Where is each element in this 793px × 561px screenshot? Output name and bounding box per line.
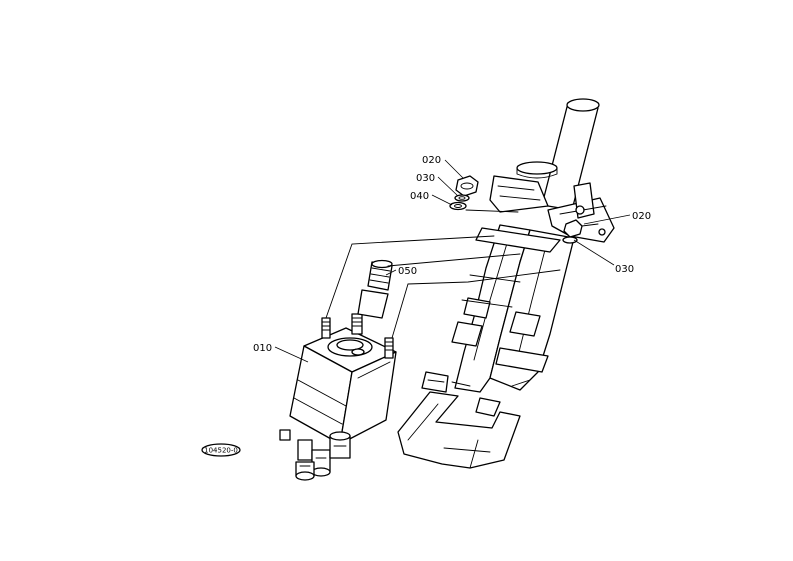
label-010: 010 [253, 343, 272, 354]
stud-left [321, 317, 331, 339]
hardware-set-right [562, 219, 583, 244]
label-020-left: 020 [422, 155, 441, 166]
hardware-set-left [449, 175, 479, 211]
drawing-id-stamp: 104520-0 [201, 443, 241, 457]
stamp-text: 104520-0 [204, 447, 238, 455]
guide-lines [325, 209, 561, 339]
pump-assembly [279, 313, 397, 481]
label-030-right: 030 [615, 264, 634, 275]
label-050: 050 [398, 266, 417, 277]
coupling [357, 259, 393, 319]
label-040: 040 [410, 191, 429, 202]
stud-right [384, 337, 394, 359]
steering-column [397, 98, 615, 469]
label-020-right: 020 [632, 211, 651, 222]
leader-lines [274, 159, 631, 363]
label-030-left: 030 [416, 173, 435, 184]
